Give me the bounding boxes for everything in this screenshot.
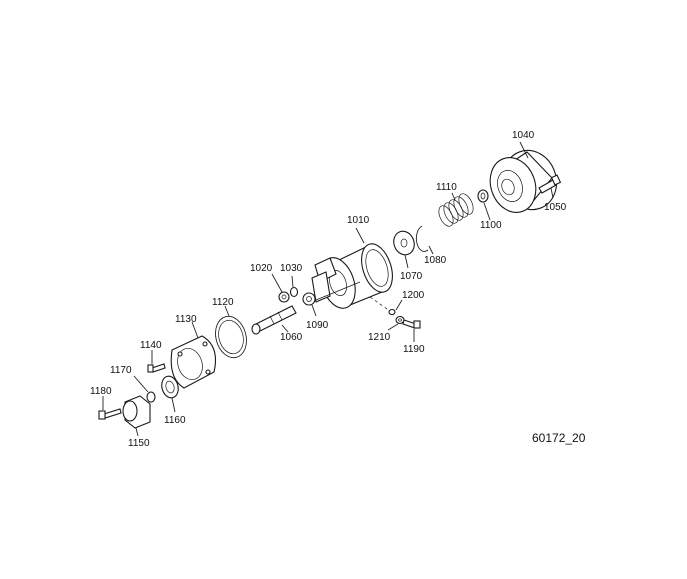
part-1110-spring xyxy=(438,192,474,227)
callout-1110: 1110 xyxy=(436,182,457,193)
callout-1150: 1150 xyxy=(128,438,150,449)
part-1150-cap-block xyxy=(122,395,151,437)
part-1190-bolt xyxy=(402,319,421,342)
callout-1020: 1020 xyxy=(250,263,273,274)
part-1010-cylinder xyxy=(311,227,393,309)
part-1180-bolt xyxy=(98,396,122,420)
callout-1180: 1180 xyxy=(90,386,112,397)
callout-1190: 1190 xyxy=(403,344,425,355)
callout-1080: 1080 xyxy=(424,255,447,266)
drawing-reference: 60172_20 xyxy=(532,431,586,445)
callout-1160: 1160 xyxy=(164,415,186,426)
part-1120-snap-ring xyxy=(215,305,247,359)
part-1080-circlip xyxy=(415,225,434,255)
callout-1060: 1060 xyxy=(280,332,303,343)
callout-1070: 1070 xyxy=(400,271,423,282)
callout-1130: 1130 xyxy=(175,314,197,325)
callout-1200: 1200 xyxy=(402,290,425,301)
part-1130-cover-plate xyxy=(170,321,217,389)
callout-1050: 1050 xyxy=(544,202,567,213)
callout-1090: 1090 xyxy=(306,320,329,331)
callout-1120: 1120 xyxy=(212,297,234,308)
callout-1140: 1140 xyxy=(140,340,162,351)
part-1210-washer xyxy=(387,315,405,331)
part-1200-washer xyxy=(369,296,403,316)
part-1090-bushing xyxy=(302,292,317,317)
callout-1210: 1210 xyxy=(368,332,391,343)
part-1060-shaft xyxy=(251,305,297,335)
part-1020-cap xyxy=(271,273,290,303)
callout-1100: 1100 xyxy=(480,220,502,231)
callout-1010: 1010 xyxy=(347,215,370,226)
part-1040-housing xyxy=(489,141,558,213)
callout-1030: 1030 xyxy=(280,263,303,274)
part-1100-bushing xyxy=(477,189,491,221)
callout-1170: 1170 xyxy=(110,365,132,376)
part-1170-o-ring xyxy=(133,375,156,403)
part-1050-bolt xyxy=(538,174,562,199)
part-1070-disc xyxy=(393,230,415,269)
part-1140-bolt xyxy=(147,350,166,373)
part-1160-washer xyxy=(161,375,179,413)
callout-1040: 1040 xyxy=(512,130,535,141)
part-1030-ring xyxy=(289,275,299,298)
